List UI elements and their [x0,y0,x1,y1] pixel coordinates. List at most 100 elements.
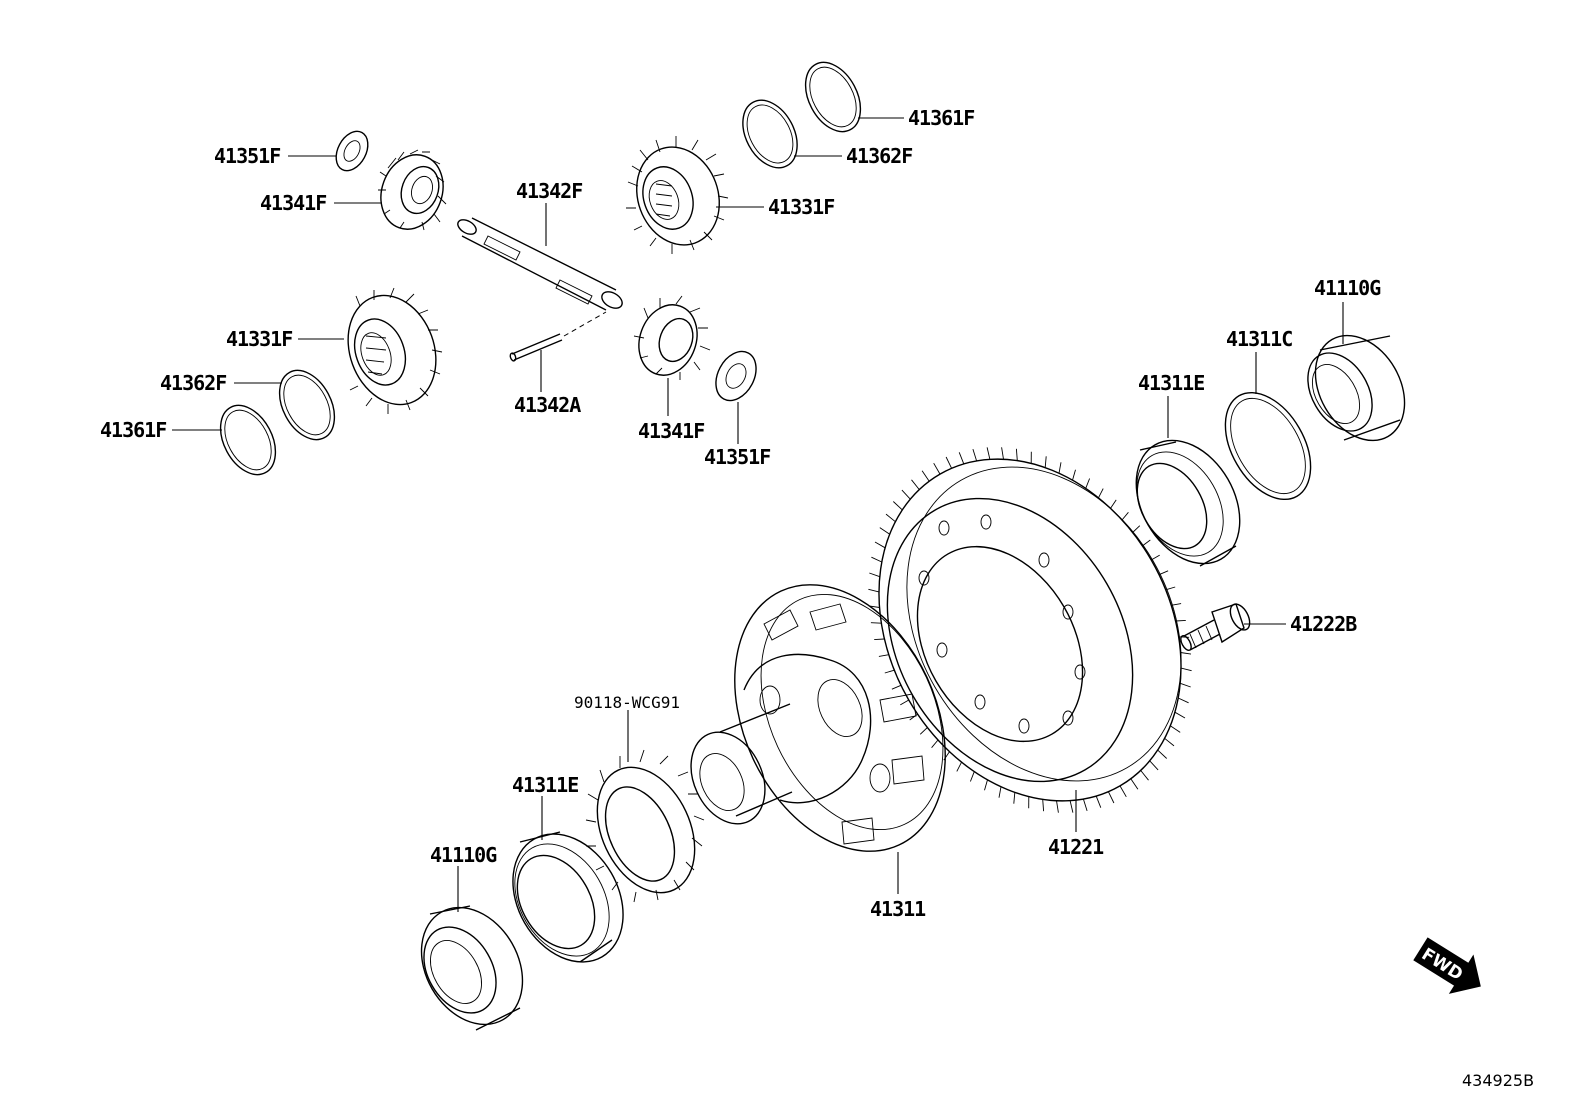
snap-ring-41311C[interactable] [1208,378,1328,514]
ring-gear-tooth [912,480,920,490]
ring-gear-tooth [959,452,964,464]
label-41311E-left: 41311E [512,773,578,797]
thrust-washer-41351F-mid[interactable] [708,345,764,408]
label-41311: 41311 [870,897,926,921]
ring-gear-tooth [875,542,885,548]
ring-gear-tooth [1142,540,1150,546]
ring-gear-tooth [985,780,988,791]
ring-gear-tooth [987,447,990,459]
label-41341F-mid: 41341F [638,419,704,443]
label-41110G-left: 41110G [430,843,497,867]
ring-gear-tooth [1150,761,1158,770]
ring-gear-tooth [1133,526,1140,533]
ring-gear-bolt-41222B[interactable] [1179,601,1254,652]
ring-gear-tooth [1141,770,1149,780]
ring-gear-tooth [1181,653,1192,655]
ring-gear-tooth [868,589,879,592]
ring-gear-tooth [1170,726,1180,733]
ring-gear-tooth [1176,620,1186,621]
label-41351F-mid: 41351F [704,445,770,469]
ring-gear-tooth [1083,799,1087,811]
label-41342F: 41342F [516,179,582,203]
fwd-direction-arrow: FWD [1409,930,1492,1004]
label-41362F-left: 41362F [160,371,226,395]
label-41222B: 41222B [1290,612,1357,636]
ring-gear-tooth [934,463,940,474]
ring-gear-bolt-holes [919,515,1085,733]
ring-gear-tooth [1178,698,1188,703]
ring-gear-tooth [1111,500,1117,509]
ring-gear-tooth [1016,449,1017,461]
ring-gear-tooth [1073,470,1076,481]
ring-gear-tooth [871,557,881,562]
ring-gear-tooth [973,449,977,461]
ring-gear-tooth [1086,479,1090,489]
ring-gear-tooth [1175,712,1185,718]
pinion-gear-41341F-mid[interactable] [629,296,710,383]
ring-gear-tooth [1098,489,1103,498]
ring-gear-tooth [892,685,901,689]
ring-gear-tooth [1045,456,1046,467]
leader-lines [172,118,1343,912]
ring-gear-tooth [1151,555,1160,560]
ring-41361F-left[interactable] [209,396,286,484]
ring-gear-tooth [1120,786,1126,797]
shim-41362F-left[interactable] [268,361,345,449]
ring-gear-tooth [970,772,974,782]
ring-gear-tooth [1181,668,1192,671]
label-41342A: 41342A [514,393,581,417]
ring-gear-tooth [879,655,889,657]
lock-plate-90118-WCG91[interactable] [578,750,714,908]
label-41311E-right: 41311E [1138,371,1204,395]
ring-gear-tooth [893,502,902,510]
ring-gear-tooth [922,471,929,481]
ring-gear-tooth [1002,447,1004,459]
ring-gear-tooth [1057,801,1059,813]
side-gear-41331F-left[interactable] [333,283,450,417]
label-41361F-left: 41361F [100,418,166,442]
ring-gear-tooth [1166,587,1176,590]
bearing-41311E-left[interactable] [491,814,646,982]
ring-gear-41221[interactable] [819,404,1241,856]
ring-gear-tooth [1108,792,1114,803]
label-41110G-right: 41110G [1314,276,1381,300]
ring-gear-tooth [871,623,882,624]
ring-gear-tooth [999,787,1001,798]
diagram-reference-code: 434925B [1462,1071,1534,1090]
pinion-shaft-41342F[interactable] [455,217,625,312]
ring-gear-tooth [874,639,884,640]
ring-gear-tooth [1096,796,1101,808]
ring-gear-tooth [885,670,895,673]
side-gear-41331F-top[interactable] [623,135,732,256]
lock-pin-41342A[interactable] [509,312,606,362]
ring-gear-tooth [1180,683,1191,687]
ring-gear-tooth [920,728,927,735]
pinion-gear-41341F-top[interactable] [371,146,453,238]
ring-gear-tooth [957,762,962,771]
shim-41362F-top[interactable] [732,91,808,177]
ring-gear-tooth [1179,637,1190,638]
label-41351F-top: 41351F [214,144,280,168]
bearing-41311E-right[interactable] [1115,422,1261,582]
label-41341F-top: 41341F [260,191,326,215]
ring-41361F-top[interactable] [794,53,871,141]
ring-gear-tooth [1131,779,1138,789]
label-41331F-left: 41331F [226,327,292,351]
ring-gear-tooth [886,514,895,522]
ring-gear-tooth [1070,801,1073,813]
differential-case-41311[interactable] [677,551,986,886]
label-41361F-top: 41361F [908,106,974,130]
ring-gear-tooth [1165,738,1174,746]
label-90118-WCG91: 90118-WCG91 [574,693,680,712]
ring-gear-tooth [932,740,938,748]
oil-seal-41110G-right[interactable] [1295,320,1423,457]
ring-gear-tooth [869,573,880,577]
label-41221: 41221 [1048,835,1104,859]
ring-gear-tooth [900,700,909,705]
ring-gear-tooth [946,457,952,468]
ring-gear-tooth [1059,462,1061,473]
label-41331F-top: 41331F [768,195,834,219]
thrust-washer-41351F-top[interactable] [330,126,374,176]
